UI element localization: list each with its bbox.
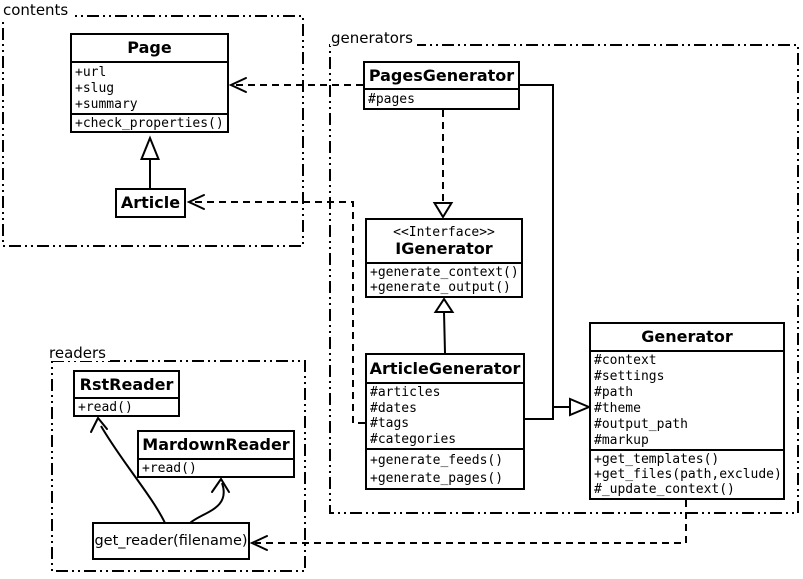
dependency-generator-to-getreader [249,500,687,551]
attribute: #pages [368,91,415,107]
class-rstreader: RstReader +read() [73,370,180,417]
class-title: Generator [641,327,733,346]
class-page: Page +url +slug +summary +check_properti… [70,33,229,133]
class-pagesgenerator: PagesGenerator #pages [363,61,520,110]
realization-pagesgenerator-to-igenerator [432,110,454,219]
attribute: #categories [370,431,457,447]
class-articlegenerator: ArticleGenerator #articles #dates #tags … [365,353,525,490]
class-title: RstReader [79,374,174,394]
arrow-getreader-to-mardownreader [189,477,230,524]
attribute: +slug [75,80,115,96]
class-title: <<Interface>> IGenerator [367,220,521,262]
function-label: get_reader(filename) [94,533,248,549]
attribute: #output_path [594,416,688,432]
class-methods: +get_templates() +get_files(path,exclude… [591,449,783,498]
class-title-text: IGenerator [395,238,493,258]
method: +read() [78,400,133,415]
method: +generate_output() [370,280,511,295]
class-methods: +generate_feeds() +generate_pages() [367,448,523,488]
dependency-articlegenerator-to-article [186,194,365,424]
class-generator: Generator #context #settings #path #them… [589,322,785,500]
class-article: Article [115,188,186,218]
method: +check_properties() [75,116,224,131]
generalization-to-generator [520,84,592,420]
package-border-contents [2,15,304,247]
open-arrowhead-icon [90,416,108,433]
class-title: Article [120,193,181,212]
package-border-generators [329,44,799,514]
attribute: #path [594,385,634,401]
class-attributes: +url +slug +summary [72,61,227,113]
method: #_update_context() [594,482,735,497]
attribute: #theme [594,400,641,416]
generalization-article-to-page [140,135,160,188]
class-attributes: #context #settings #path #theme #output_… [591,350,783,449]
attribute: #dates [370,400,417,416]
method: +read() [142,461,197,476]
function-get-reader: get_reader(filename) [92,522,250,560]
attribute: #articles [370,385,441,401]
class-mardownreader: MardownReader +read() [137,430,295,478]
hollow-triangle-icon [569,397,592,417]
class-title: Page [127,38,172,57]
arrow-getreader-to-rstreader [90,416,166,524]
open-arrowhead-icon [249,535,268,551]
open-arrowhead-icon [211,477,230,493]
class-methods: +generate_context() +generate_output() [367,262,521,296]
class-igenerator: <<Interface>> IGenerator +generate_conte… [365,218,523,298]
open-arrowhead-icon [228,77,247,93]
class-methods: +check_properties() [72,113,227,131]
hollow-triangle-icon [140,135,160,160]
package-label-contents: contents [2,2,73,18]
attribute: +url [75,64,107,80]
class-title: MardownReader [142,435,290,454]
attribute: #settings [594,369,665,385]
package-border-readers [51,360,306,572]
package-label-readers: readers [48,345,110,361]
open-arrowhead-icon [186,194,205,210]
class-title: PagesGenerator [368,65,515,85]
class-methods: +read() [139,458,293,476]
attribute: #markup [594,432,649,448]
attribute: #context [594,353,657,369]
hollow-triangle-icon [432,202,454,219]
interface-stereotype: <<Interface>> [393,224,495,240]
class-attributes: #pages [365,88,518,108]
method: +generate_context() [370,265,519,280]
dependency-pagesgenerator-to-page [228,77,363,93]
attribute: +summary [75,96,138,112]
method: +get_templates() [594,452,720,467]
attribute: #tags [370,416,410,432]
method: +generate_pages() [370,470,504,486]
class-attributes: #articles #dates #tags #categories [367,382,523,448]
hollow-triangle-icon [433,297,455,313]
method: +generate_feeds() [370,452,504,468]
generalization-articlegenerator-to-igenerator [433,297,455,354]
package-label-generators: generators [330,30,417,46]
class-methods: +read() [75,397,178,415]
class-title: ArticleGenerator [369,358,521,378]
method: +get_files(path,exclude) [594,467,782,482]
